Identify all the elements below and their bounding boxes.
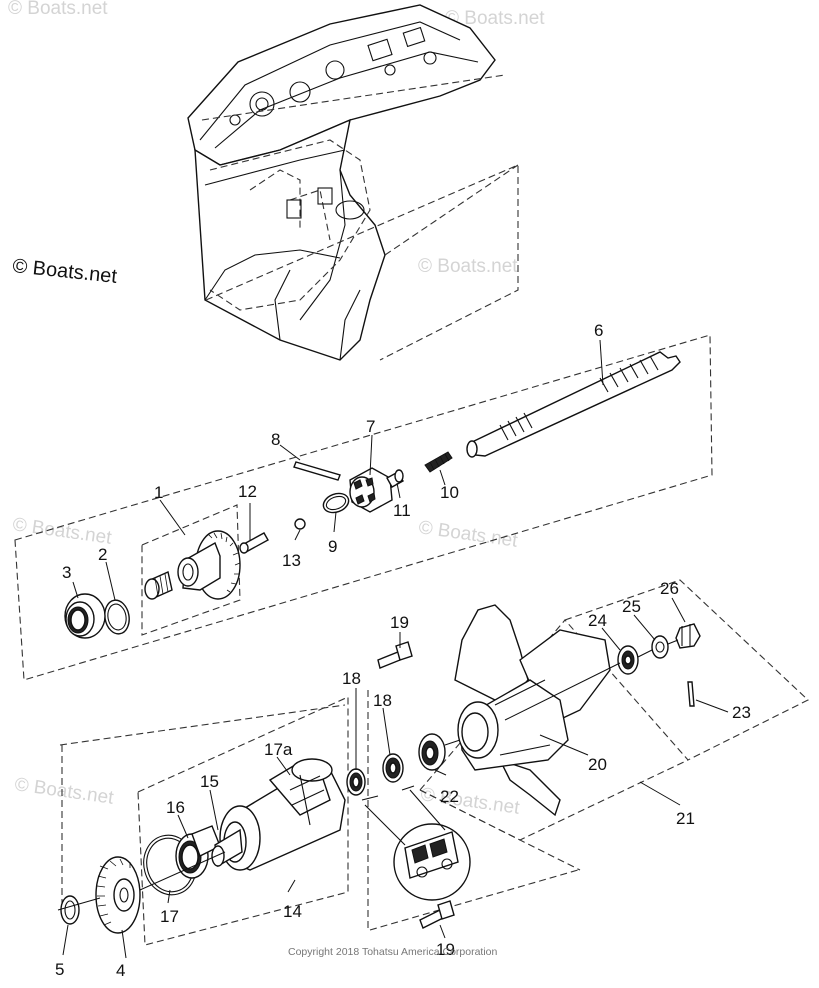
watermark-text: © Boats.net [418,256,518,277]
watermark-main: © Boats.net [11,255,118,288]
clip-ring [322,492,350,514]
forward-gear [177,530,241,600]
forward-gear-box [141,504,241,636]
thrust-washer [418,733,446,771]
callout-21: 21 [676,809,695,828]
spacer [617,645,639,675]
oil-seal [346,768,366,796]
bolt-lower [419,900,455,929]
callout-3: 3 [62,563,71,582]
propeller-nut [675,623,701,649]
callout-11: 11 [393,501,411,520]
callout-2: 2 [98,545,107,564]
propeller [454,604,611,817]
callout-7: 7 [366,417,375,436]
watermark-text: © Boats.net [445,8,545,29]
bearing-housing [211,758,346,871]
callout-19-lower: 19 [436,940,455,959]
watermark-text: © Boats.net [11,514,113,549]
tapered-roller-bearing [64,593,106,639]
watermark-text: © Boats.net [13,774,115,809]
propeller-shaft [466,351,681,458]
watermark-text: © Boats.net [419,784,521,819]
callout-16: 16 [166,798,185,817]
callout-13: 13 [282,551,301,570]
callout-25: 25 [622,597,641,616]
callout-8: 8 [271,430,280,449]
oil-seal [382,753,404,783]
seal-detail-circle [361,785,471,901]
shim [60,895,80,925]
shift-plunger [386,469,404,488]
watermark-text: © Boats.net [417,517,519,552]
watermark-text: © Boats.net [8,0,108,19]
callout-20: 20 [588,755,607,774]
assembly-axis [57,639,679,911]
callout-6: 6 [594,321,603,340]
callout-12: 12 [238,482,257,501]
callout-9: 9 [328,537,337,556]
leader-lines [62,339,729,959]
callout-26: 26 [660,579,679,598]
callout-18-right: 18 [373,691,392,710]
clutch [349,467,393,513]
callout-17: 17 [160,907,179,926]
housing-outline-dashed [201,74,519,361]
callout-10: 10 [440,483,459,502]
detent-ball [294,518,306,530]
plunger [239,532,269,554]
lower-assembly-outline [59,690,581,931]
callout-23: 23 [732,703,751,722]
callout-22: 22 [440,787,459,806]
callout-14: 14 [283,902,302,921]
shaft-assembly-box [14,334,713,681]
copyright-notice: Copyright 2018 Tohatsu America Corporati… [288,946,498,958]
washer [651,635,669,659]
callout-5: 5 [55,960,64,979]
spring [424,451,453,473]
callout-17a: 17a [264,740,293,759]
callout-15: 15 [200,772,219,791]
callout-24: 24 [588,611,607,630]
cotter-pin [687,681,695,707]
callout-labels: 6 7 8 10 11 12 1 9 13 2 3 19 18 18 17a 1… [55,321,751,980]
callout-4: 4 [116,961,125,980]
callout-19-upper: 19 [390,613,409,632]
callout-1: 1 [154,483,163,502]
needle-bearing [144,571,173,600]
gear-case-housing [187,4,496,361]
callout-18-left: 18 [342,669,361,688]
bolt-upper [377,641,413,669]
cross-pin [293,461,341,481]
reverse-gear [95,856,141,934]
propeller-shaft-housing-box [137,696,349,946]
